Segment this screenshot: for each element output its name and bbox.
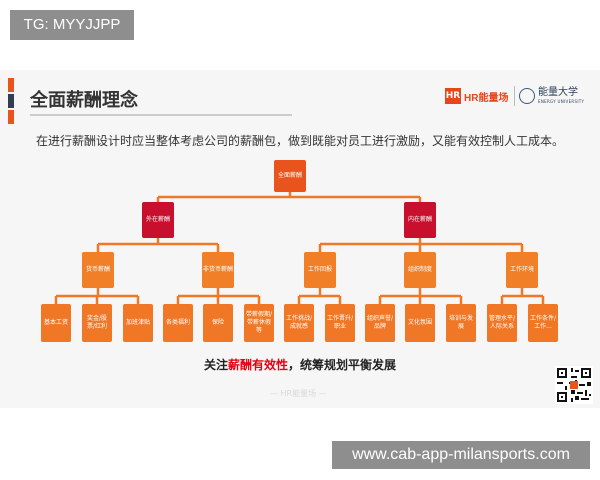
university-name-cn: 能量大学: [538, 87, 578, 98]
overlay-footer-url: www.cab-app-milansports.com: [332, 441, 590, 469]
node-work-environment: 工作环境: [506, 252, 538, 288]
university-name-en: ENERGY UNIVERSITY: [538, 99, 585, 104]
energy-university-logo: 能量大学 ENERGY UNIVERSITY: [519, 84, 591, 108]
hr-logo-mark: HR: [445, 88, 461, 104]
leaf-item: 各类福利: [163, 304, 193, 342]
leaf-item: 基本工资: [41, 304, 71, 342]
node-nonmonetary-pay: 非货币薪酬: [202, 252, 234, 288]
slide-footer-note: 关注薪酬有效性，统筹规划平衡发展: [0, 356, 600, 373]
node-org-system: 组织制度: [404, 252, 436, 288]
slide-subtitle: 在进行薪酬设计时应当整体考虑公司的薪酬包，做到既能对员工进行激励，又能有效控制人…: [35, 134, 564, 148]
leaf-item: 加班津贴: [123, 304, 153, 342]
tree-connectors: [54, 192, 545, 304]
slide: 全面薪酬理念 HR HR能量场 能量大学 ENERGY UNIVERSITY 在…: [0, 70, 600, 408]
leaf-item: 奖金/股票/红利: [82, 304, 112, 342]
node-internal-pay: 内在薪酬: [404, 202, 436, 238]
leaf-item: 带薪假期/带薪休假等: [244, 304, 274, 342]
hr-logo-text: HR能量场: [464, 92, 509, 104]
leaf-item: 文化氛围: [405, 304, 435, 342]
node-work-reward: 工作回报: [304, 252, 336, 288]
overlay-tag: TG: MYYJJPP: [10, 10, 134, 40]
hr-energy-logo: HR HR能量场: [445, 86, 511, 106]
accent-bar-top: [8, 78, 14, 92]
leaf-item: 保险: [203, 304, 233, 342]
footer-highlight: 薪酬有效性: [227, 358, 288, 372]
leaf-item: 工作条件/工作...: [528, 304, 558, 342]
node-root: 全面薪酬: [274, 160, 306, 192]
title-underline: [30, 114, 292, 116]
university-seal-icon: [519, 88, 535, 104]
leaf-item: 管理水平/人际关系: [487, 304, 517, 342]
leaf-item: 组织声誉/品牌: [365, 304, 395, 342]
node-monetary-pay: 货币薪酬: [82, 252, 114, 288]
leaf-item: 工作挑战/成就感: [284, 304, 314, 342]
leaf-item: 培训与发展: [446, 304, 476, 342]
node-external-pay: 外在薪酬: [142, 202, 174, 238]
accent-bar-middle: [8, 94, 14, 108]
logo-divider: [514, 86, 515, 106]
footer-prefix: 关注: [203, 358, 228, 372]
leaf-item: 工作晋升/职业: [325, 304, 355, 342]
slide-title: 全面薪酬理念: [30, 90, 138, 111]
footer-suffix: ，统筹规划平衡发展: [288, 358, 397, 372]
slide-watermark: — HR能量场 —: [270, 389, 327, 398]
qr-code-icon: [555, 366, 593, 404]
accent-bar-bottom: [8, 110, 14, 124]
